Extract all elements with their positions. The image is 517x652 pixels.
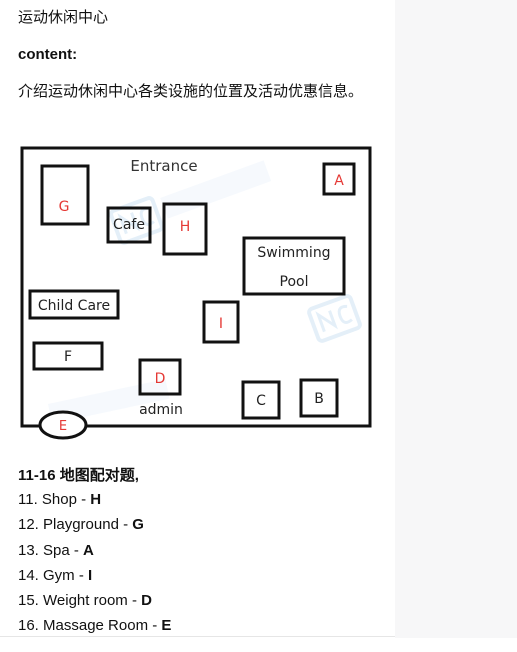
map-label-i: I bbox=[219, 316, 223, 332]
list-item: 13. Spa - A bbox=[18, 538, 171, 563]
divider bbox=[0, 636, 395, 637]
question-text: 16. Massage Room - bbox=[18, 617, 162, 635]
map-label-h: H bbox=[180, 219, 191, 235]
list-item: 12. Playground - G bbox=[18, 512, 171, 537]
map-label-g: G bbox=[59, 199, 70, 215]
map-label-e: E bbox=[59, 419, 67, 434]
answer-value: H bbox=[90, 491, 102, 508]
list-item: 14. Gym - I bbox=[18, 563, 171, 588]
facility-box-c bbox=[241, 380, 281, 420]
map-label-pool: Pool bbox=[280, 274, 309, 290]
map-label-admin: admin bbox=[139, 402, 183, 418]
facility-ellipse-e bbox=[38, 410, 88, 440]
map-border bbox=[20, 146, 372, 428]
section-label: content: bbox=[18, 46, 78, 63]
map-label-a: A bbox=[334, 173, 344, 189]
answer-value: A bbox=[83, 541, 94, 559]
answer-value: E bbox=[161, 617, 172, 635]
answer-value: I bbox=[88, 566, 93, 584]
map-label-b: B bbox=[314, 391, 324, 407]
list-item: 15. Weight room - D bbox=[18, 588, 171, 613]
map-label-d: D bbox=[155, 371, 166, 387]
question-text: 13. Spa - bbox=[18, 541, 84, 559]
answer-value: G bbox=[132, 516, 144, 534]
question-text: 14. Gym - bbox=[18, 566, 89, 584]
facility-box-h bbox=[162, 202, 208, 256]
facility-box-d bbox=[138, 358, 182, 396]
answer-list: 11. Shop - H 12. Playground - G 13. Spa … bbox=[18, 487, 171, 639]
facility-box-cafe bbox=[106, 206, 152, 244]
map-label-swimming: Swimming bbox=[257, 245, 330, 261]
facility-box-g bbox=[40, 164, 90, 226]
intro-text: 介绍运动休闲中心各类设施的位置及活动优惠信息。 bbox=[18, 83, 364, 100]
map-label-entrance: Entrance bbox=[130, 157, 197, 175]
questions-heading: 11-16 地图配对题, bbox=[18, 467, 139, 484]
map-label-cafe: Cafe bbox=[113, 217, 145, 233]
map-label-child-care: Child Care bbox=[38, 298, 110, 314]
right-margin-panel bbox=[395, 0, 517, 638]
facility-box-a bbox=[322, 162, 356, 196]
map-label-c: C bbox=[256, 393, 266, 409]
question-text: 11. Shop - bbox=[18, 491, 91, 508]
facility-box-f bbox=[32, 341, 104, 371]
page-title: 运动休闲中心 bbox=[18, 9, 109, 26]
question-text: 15. Weight room - bbox=[18, 592, 142, 610]
map-label-f: F bbox=[64, 349, 72, 365]
question-text: 12. Playground - bbox=[18, 516, 133, 534]
answer-value: D bbox=[141, 592, 152, 610]
facility-box-b bbox=[299, 378, 339, 418]
facility-map: Entrance A G Cafe H Swimming Pool Child … bbox=[20, 146, 372, 440]
list-item: 16. Massage Room - E bbox=[18, 613, 171, 638]
facility-box-child-care bbox=[28, 289, 120, 320]
list-item: 11. Shop - H bbox=[18, 487, 171, 512]
facility-box-i bbox=[202, 300, 240, 344]
facility-box-swimming-pool bbox=[242, 236, 346, 296]
